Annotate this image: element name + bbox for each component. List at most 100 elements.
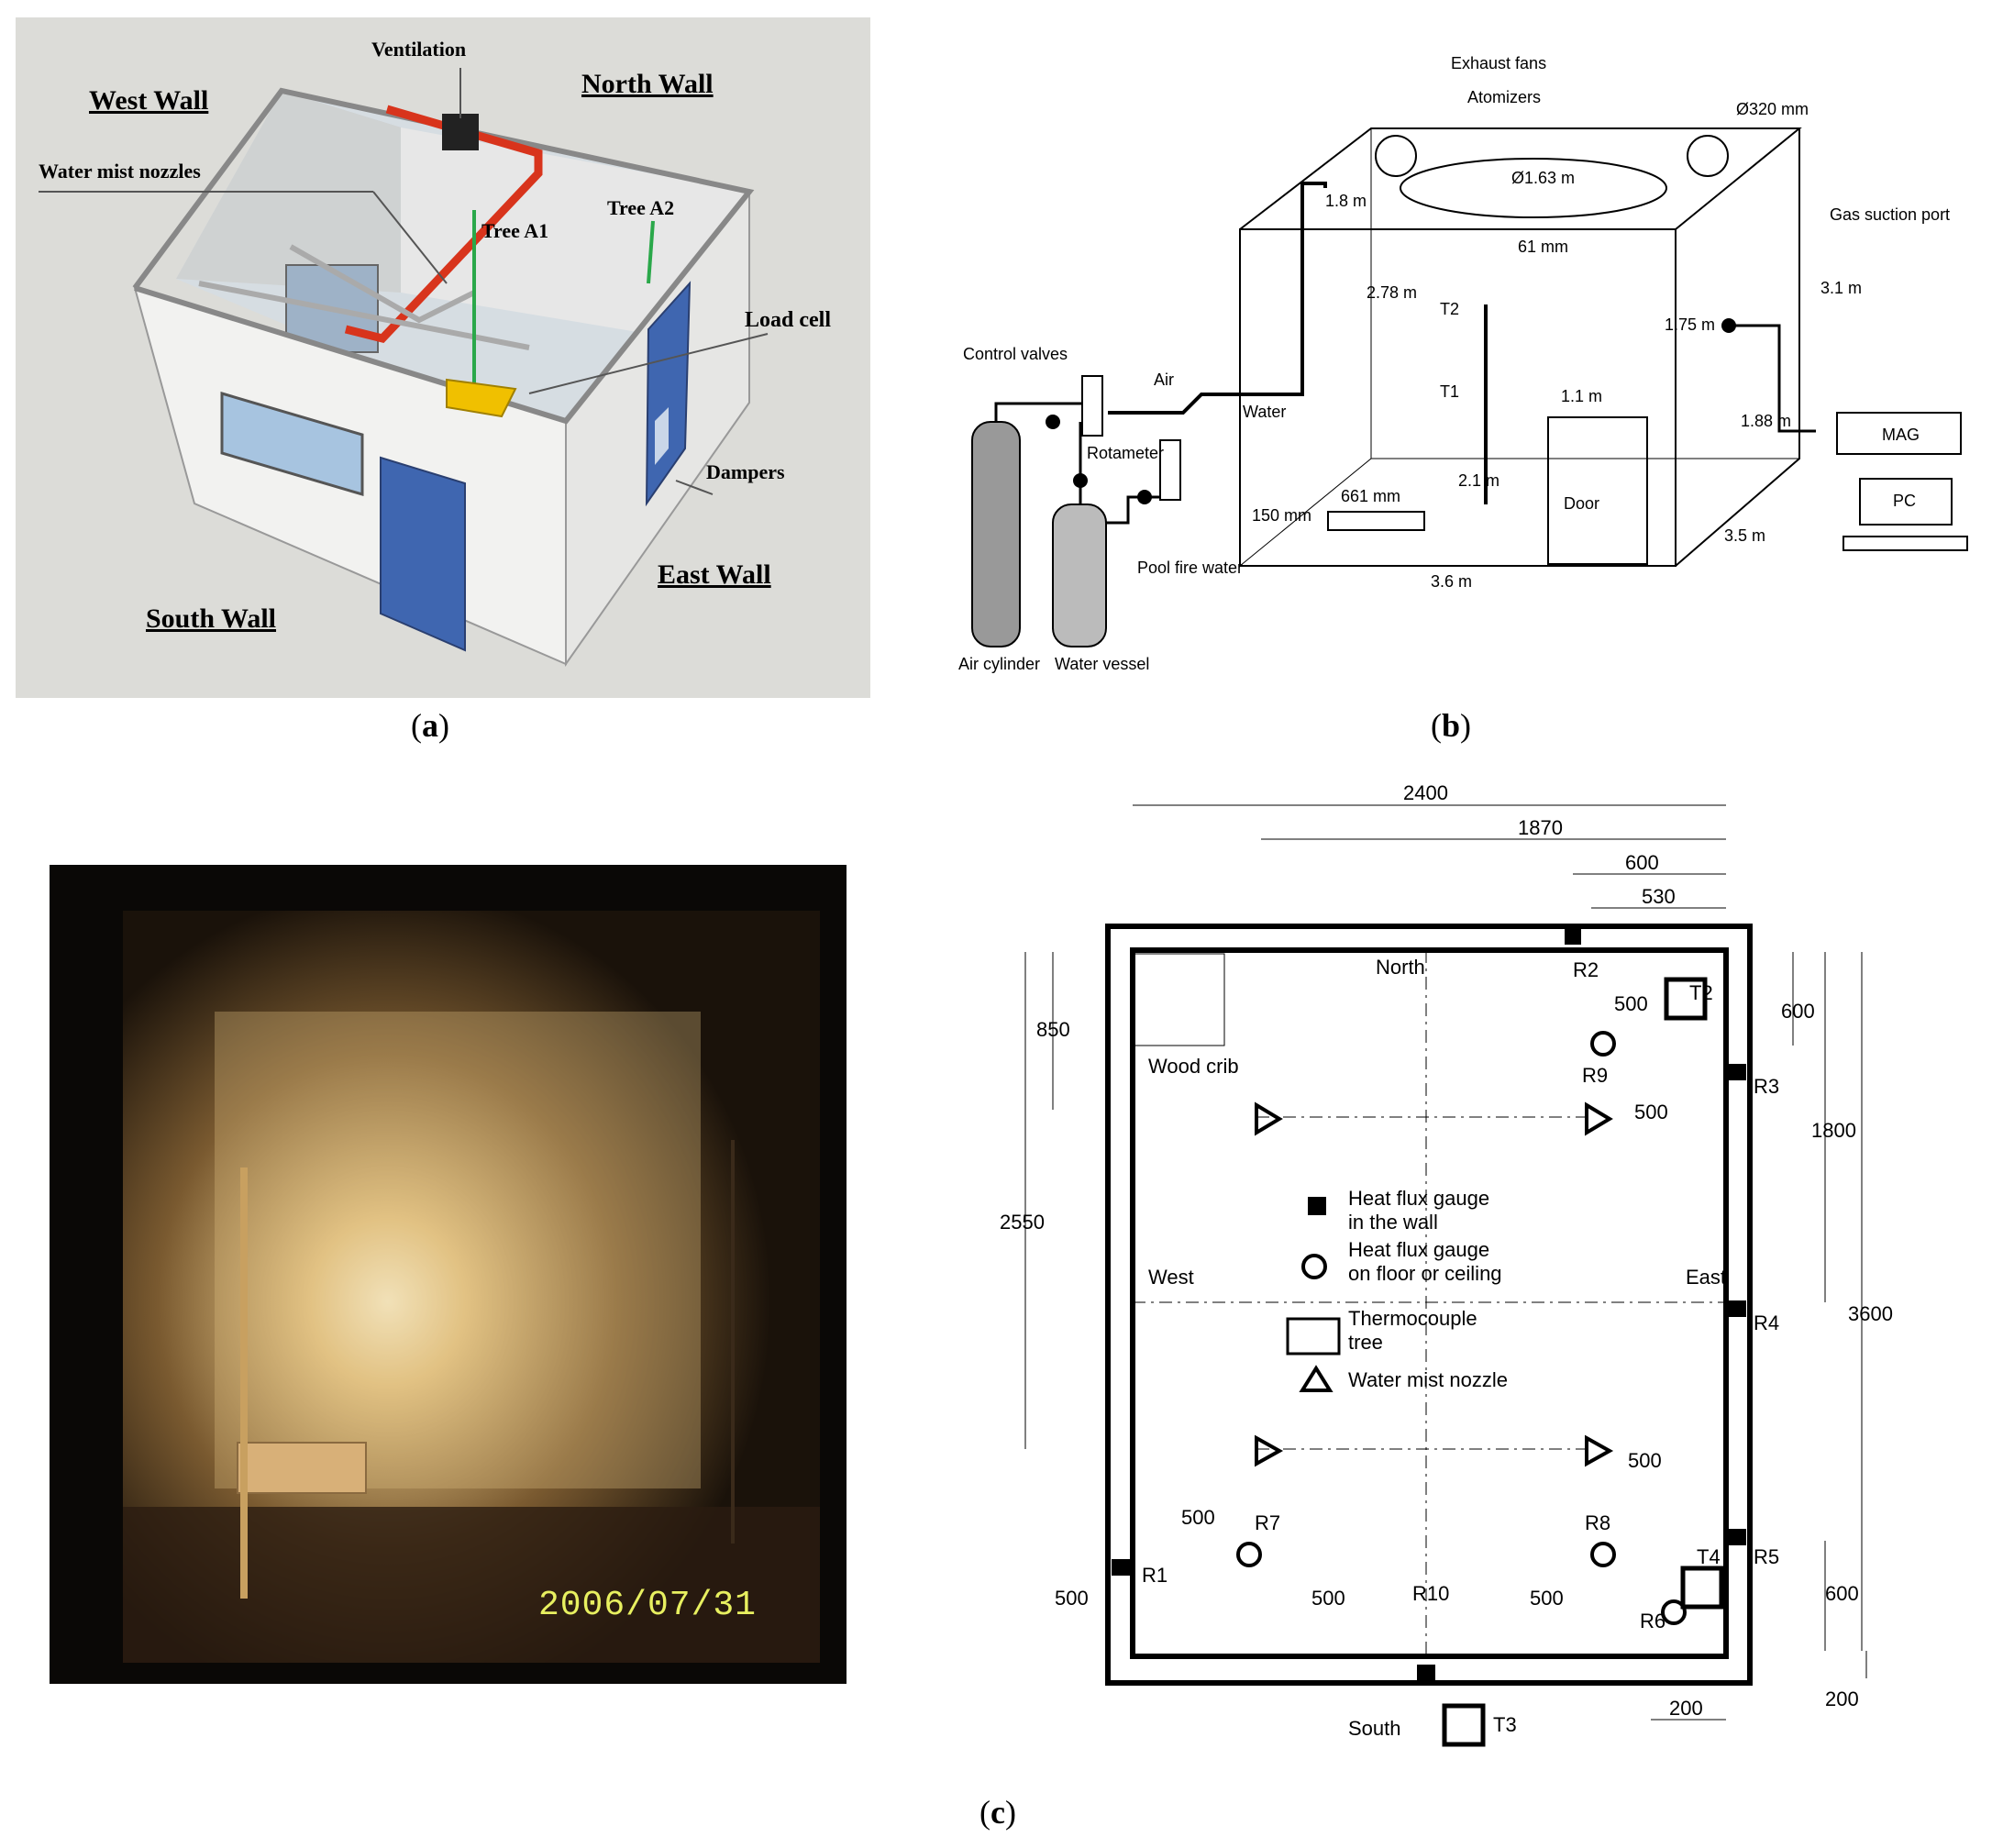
panel-b-drawing: Exhaust fans Atomizers Ø320 mm Ø1.63 m 1… bbox=[958, 54, 1968, 673]
label-2-78m: 2.78 m bbox=[1367, 283, 1417, 302]
label-east: East bbox=[1686, 1266, 1726, 1289]
caption-a: (a) bbox=[411, 707, 449, 744]
thermocouple-t3 bbox=[1442, 1703, 1486, 1747]
door-frame bbox=[1547, 416, 1648, 565]
dim-3600-label: 3600 bbox=[1848, 1302, 1893, 1325]
gauge-r9 bbox=[1590, 1031, 1616, 1057]
label-t1: T1 bbox=[1440, 382, 1459, 401]
pc-monitor bbox=[1859, 478, 1953, 526]
dim-500a-label: 500 bbox=[1614, 992, 1648, 1015]
nozzle-4 bbox=[1585, 1434, 1614, 1467]
south-door bbox=[380, 456, 466, 652]
label-r7: R7 bbox=[1255, 1511, 1280, 1534]
label-1-1m: 1.1 m bbox=[1561, 387, 1602, 405]
damper bbox=[655, 407, 669, 465]
panel-b-schematic: Exhaust fans Atomizers Ø320 mm Ø1.63 m 1… bbox=[917, 28, 1999, 711]
legend-square bbox=[1308, 1197, 1326, 1215]
dim-600r-label: 600 bbox=[1781, 1000, 1815, 1023]
label-door: Door bbox=[1564, 494, 1599, 513]
dim-200b-label: 200 bbox=[1825, 1688, 1859, 1710]
leader-dampers bbox=[675, 480, 714, 495]
label-r2: R2 bbox=[1573, 958, 1599, 981]
gauge-r4 bbox=[1726, 1300, 1746, 1317]
dim-500g-label: 500 bbox=[1530, 1587, 1564, 1610]
pc-keyboard bbox=[1843, 536, 1968, 551]
label-south: South bbox=[1348, 1717, 1401, 1740]
dim-2400-label: 2400 bbox=[1403, 781, 1448, 804]
label-61mm: 61 mm bbox=[1518, 238, 1568, 256]
label-ventilation: Ventilation bbox=[371, 38, 466, 61]
grey-pipe-2 bbox=[289, 244, 476, 324]
dim-500d-label: 500 bbox=[1181, 1506, 1215, 1529]
wall-top-edge bbox=[132, 87, 755, 425]
load-cell bbox=[446, 378, 517, 418]
leader-load-cell bbox=[528, 333, 769, 394]
nozzle-1 bbox=[1255, 1101, 1283, 1136]
atomizer-ring bbox=[1400, 158, 1667, 218]
label-2-1m: 2.1 m bbox=[1458, 471, 1499, 490]
legend-triangle bbox=[1299, 1365, 1333, 1392]
gauge-r8 bbox=[1590, 1542, 1616, 1567]
water-vessel bbox=[1052, 503, 1107, 647]
label-water-mist-nozzles: Water mist nozzles bbox=[39, 160, 201, 183]
label-air: Air bbox=[1154, 371, 1174, 389]
legend-hf-wall-1: Heat flux gauge bbox=[1348, 1187, 1489, 1210]
label-water-vessel: Water vessel bbox=[1055, 655, 1149, 673]
gauge-r5 bbox=[1726, 1529, 1746, 1545]
box-top bbox=[1239, 127, 1802, 230]
gauge-r6 bbox=[1661, 1599, 1687, 1625]
label-pool-fire-water: Pool fire water bbox=[1137, 559, 1243, 577]
exhaust-fan-right bbox=[1687, 135, 1729, 177]
back-wall bbox=[215, 1012, 701, 1488]
thermocouple-t4 bbox=[1680, 1566, 1724, 1610]
pool-fire-pan bbox=[1327, 511, 1425, 531]
valve-dot-1 bbox=[1046, 415, 1060, 429]
dim-2550-label: 2550 bbox=[1000, 1211, 1045, 1234]
exhaust-fan-left bbox=[1375, 135, 1417, 177]
panel-c-photo: 2006/07/31 bbox=[50, 865, 847, 1684]
label-load-cell: Load cell bbox=[745, 308, 831, 332]
valve-dot-2 bbox=[1073, 473, 1088, 488]
label-r5: R5 bbox=[1754, 1545, 1779, 1568]
caption-c: (c) bbox=[979, 1794, 1016, 1831]
gauge-r10 bbox=[1417, 1665, 1435, 1683]
label-1-88m: 1.88 m bbox=[1741, 412, 1791, 430]
caption-b: (b) bbox=[1431, 707, 1472, 744]
air-cylinder bbox=[971, 421, 1021, 647]
dim-1800-label: 1800 bbox=[1811, 1119, 1856, 1142]
label-3-1m: 3.1 m bbox=[1820, 279, 1862, 297]
gauge-r3 bbox=[1726, 1064, 1746, 1080]
dim-600b-label: 600 bbox=[1825, 1582, 1859, 1605]
label-1-8m: 1.8 m bbox=[1325, 192, 1367, 210]
legend-tc-2: tree bbox=[1348, 1331, 1383, 1354]
cylinder-pipe bbox=[994, 402, 1082, 422]
label-3-6m: 3.6 m bbox=[1431, 572, 1472, 591]
leader-water-mist-2 bbox=[372, 191, 448, 284]
legend-tc-1: Thermocouple bbox=[1348, 1307, 1477, 1330]
label-water: Water bbox=[1243, 403, 1286, 421]
wood-crib bbox=[237, 1442, 367, 1494]
label-dampers: Dampers bbox=[706, 460, 785, 483]
label-150mm: 150 mm bbox=[1252, 506, 1311, 525]
thermocouple-t2 bbox=[1664, 977, 1708, 1021]
nozzle-2 bbox=[1585, 1101, 1613, 1136]
label-gas-suction-port: Gas suction port bbox=[1830, 205, 1950, 224]
gauge-r2 bbox=[1565, 928, 1581, 945]
plan-drawing: 2400 1870 600 530 North 500 500 850 2550… bbox=[1000, 781, 1893, 1747]
label-r10: R10 bbox=[1412, 1582, 1449, 1605]
label-tree-a1: Tree A1 bbox=[481, 219, 548, 242]
gauge-r1 bbox=[1112, 1559, 1132, 1576]
rotameter bbox=[1159, 439, 1181, 501]
south-window bbox=[220, 391, 364, 497]
label-r6: R6 bbox=[1640, 1610, 1665, 1632]
label-r9: R9 bbox=[1582, 1064, 1608, 1087]
dim-500b-label: 500 bbox=[1634, 1101, 1668, 1123]
label-west-wall: West Wall bbox=[89, 85, 208, 116]
dim-850-label: 850 bbox=[1036, 1018, 1070, 1041]
label-d163: Ø1.63 m bbox=[1511, 169, 1575, 187]
panel-a-drawing: Ventilation North Wall West Wall Water m… bbox=[16, 17, 870, 698]
panel-c-floor-plan: 2400 1870 600 530 North 500 500 850 2550… bbox=[945, 770, 1999, 1765]
label-rotameter: Rotameter bbox=[1087, 444, 1164, 462]
label-t4: T4 bbox=[1697, 1545, 1721, 1568]
label-east-wall: East Wall bbox=[658, 559, 771, 590]
